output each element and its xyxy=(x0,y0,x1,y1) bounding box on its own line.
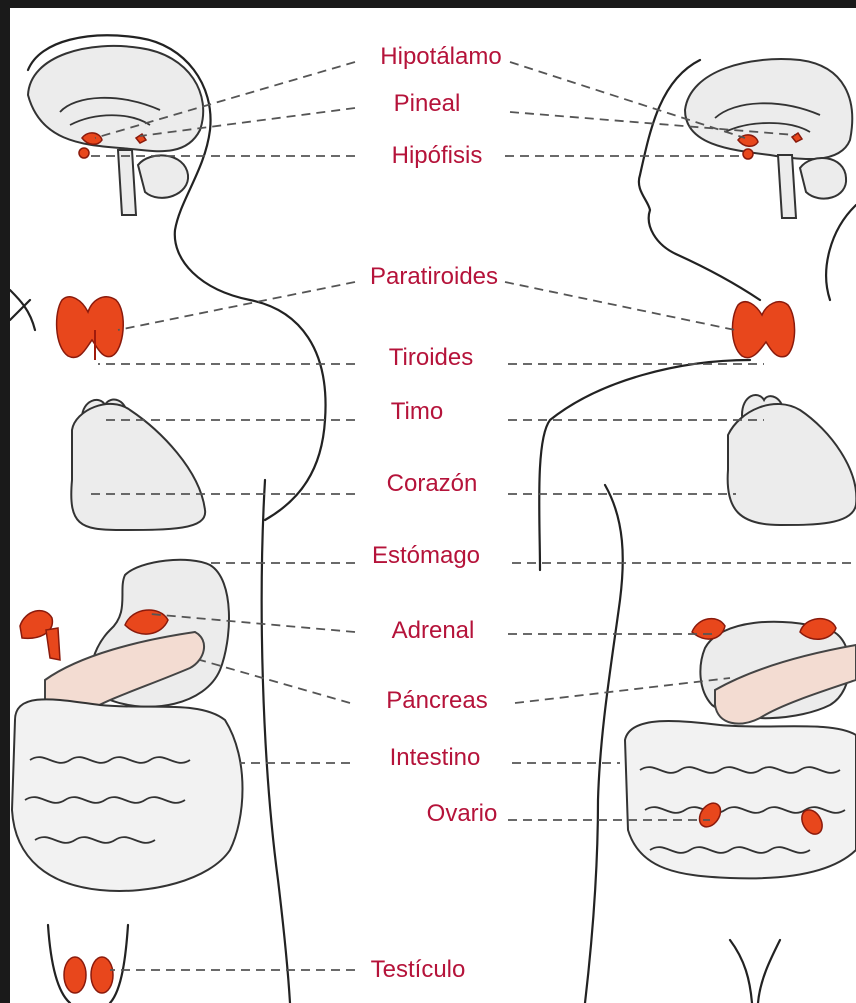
label-tiroides: Tiroides xyxy=(389,344,473,371)
male-cerebellum xyxy=(138,155,188,197)
female-hip-line xyxy=(730,940,780,1003)
male-left-edge xyxy=(10,290,35,330)
female-figure xyxy=(539,59,856,1003)
endocrine-diagram: Hipotálamo Pineal Hipófisis Paratiroides… xyxy=(10,8,856,1003)
label-timo: Timo xyxy=(391,398,443,425)
leader-pancreas-right xyxy=(515,678,730,703)
label-testiculo: Testículo xyxy=(371,956,466,983)
female-thyroid xyxy=(732,302,794,358)
male-pituitary-gland xyxy=(79,148,89,158)
male-testicle-left xyxy=(64,957,86,993)
female-cerebellum xyxy=(800,158,846,199)
leader-pancreas-left xyxy=(200,660,350,703)
label-paratiroides: Paratiroides xyxy=(370,263,498,290)
female-right-edge xyxy=(826,205,856,300)
male-intestines xyxy=(12,699,243,891)
label-pancreas: Páncreas xyxy=(386,687,487,714)
female-pituitary-gland xyxy=(743,149,753,159)
diagram-canvas: Hipotálamo Pineal Hipófisis Paratiroides… xyxy=(10,8,856,1003)
male-testicle-right xyxy=(91,957,113,993)
label-hipofisis: Hipófisis xyxy=(392,142,483,169)
female-adrenal-right xyxy=(800,619,836,640)
label-adrenal: Adrenal xyxy=(392,617,475,644)
leader-paratiroides-right xyxy=(505,282,735,330)
male-arm-line xyxy=(262,480,290,1003)
female-adrenal-left xyxy=(692,619,725,640)
male-scrotum-outline xyxy=(48,925,128,1003)
label-corazon: Corazón xyxy=(387,470,478,497)
label-intestino: Intestino xyxy=(390,744,481,771)
male-thyroid xyxy=(57,297,124,358)
female-intestines xyxy=(625,721,856,878)
female-heart xyxy=(728,404,856,525)
labels: Hipotálamo Pineal Hipófisis Paratiroides… xyxy=(370,43,502,983)
female-brain xyxy=(685,59,852,159)
male-adrenal-left-2 xyxy=(46,628,60,660)
label-hipotalamo: Hipotálamo xyxy=(380,43,501,70)
male-heart xyxy=(71,404,205,530)
label-ovario: Ovario xyxy=(427,800,498,827)
label-pineal: Pineal xyxy=(394,90,461,117)
male-figure xyxy=(10,35,326,1003)
label-estomago: Estómago xyxy=(372,542,480,569)
leader-paratiroides-left xyxy=(118,282,355,330)
female-spine xyxy=(778,155,796,218)
male-spine xyxy=(118,150,136,215)
